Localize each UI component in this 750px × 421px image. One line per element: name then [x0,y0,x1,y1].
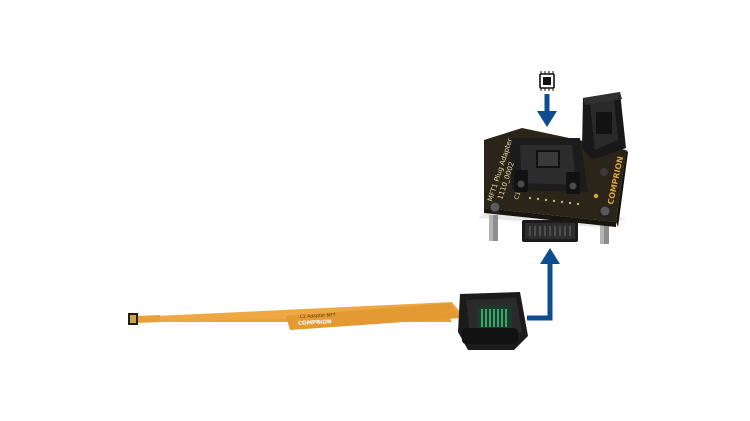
cable-connector-plug [458,292,528,350]
chip-to-socket-arrow [537,71,557,127]
sim-socket [508,92,626,194]
sim-contact-pad-icon [128,313,138,325]
standoff-right [600,218,609,244]
adapter-board: MFT1 Plug Adapter 1110_0002 C1 COMPRION [478,92,628,244]
board-bottom-connector [522,220,578,242]
arrow-up-icon [540,248,560,264]
sim-chip-icon [539,71,555,91]
standoff-left [489,215,498,241]
arrow-down-icon [537,94,557,127]
cable-small-label: C2 Adapter MFT [300,312,336,320]
plug-to-board-arrow [527,248,560,321]
board-marker-label: C1 [513,191,522,201]
flex-cable: C2 Adapter MFT COMPRION [128,302,462,330]
screw-icon [489,156,611,218]
pcb-pads [528,196,580,206]
cable-brand-label: COMPRION [298,319,332,327]
